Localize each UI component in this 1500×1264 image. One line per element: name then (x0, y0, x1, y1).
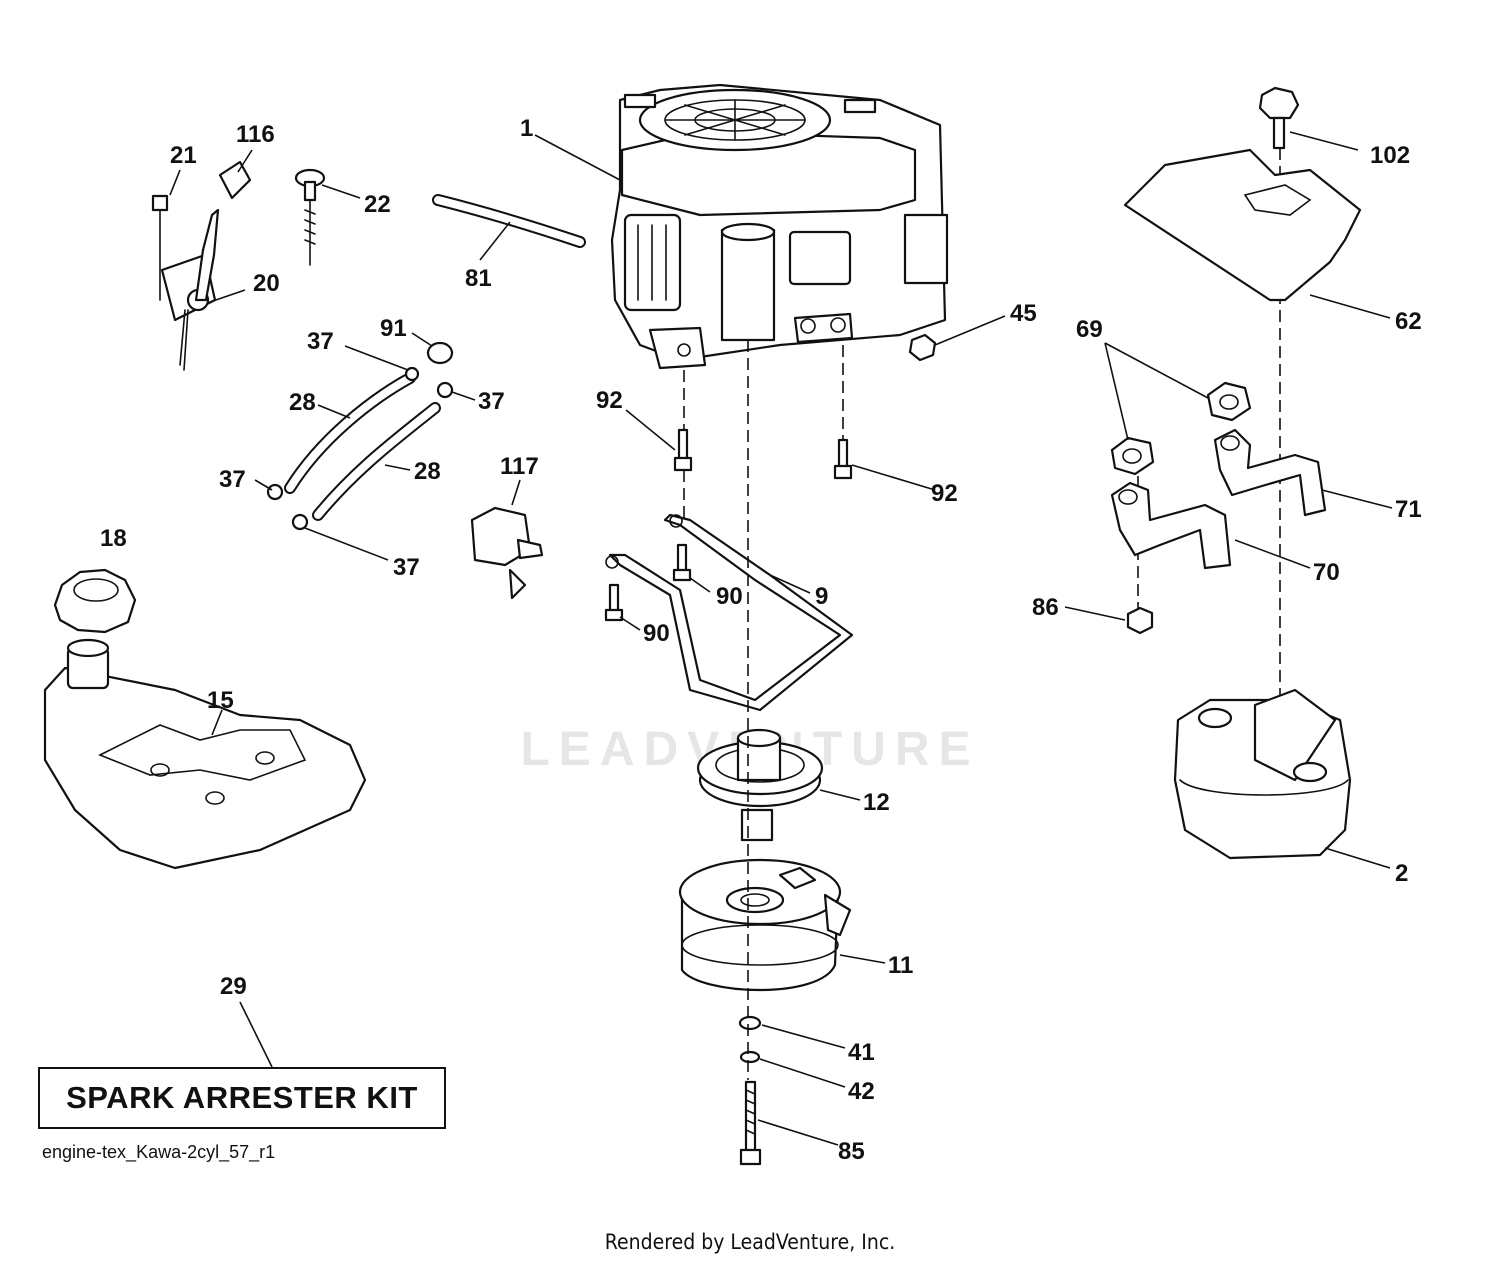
exhaust-pipe-71[interactable] (1213, 428, 1327, 517)
callout-117: 117 (500, 453, 539, 480)
fuel-valve[interactable] (470, 506, 544, 600)
callout-20: 20 (253, 270, 280, 297)
drawing-code: engine-tex_Kawa-2cyl_57_r1 (42, 1142, 276, 1162)
callout-15: 15 (207, 687, 234, 714)
callout-42: 42 (848, 1078, 875, 1105)
pulley[interactable] (696, 728, 824, 842)
spark-arrester-kit-label: SPARK ARRESTER KIT (66, 1080, 418, 1115)
engine[interactable] (610, 83, 949, 370)
bolt-85[interactable] (739, 1080, 762, 1166)
callout-2: 2 (1395, 860, 1408, 887)
heat-shield[interactable] (605, 513, 854, 712)
callout-92: 92 (596, 387, 623, 414)
callout-45: 45 (1010, 300, 1037, 327)
fuel-hose-81[interactable] (432, 194, 586, 248)
choke-knob[interactable] (294, 168, 326, 266)
callout-9: 9 (815, 583, 828, 610)
callout-12: 12 (863, 789, 890, 816)
callouts: 1 116 21 22 20 81 37 91 28 37 28 37 117 … (100, 115, 1422, 1165)
nut-45[interactable] (908, 333, 937, 362)
clamps[interactable] (266, 366, 454, 531)
callout-62: 62 (1395, 308, 1422, 335)
washer-42[interactable] (739, 1050, 761, 1064)
washer-41[interactable] (738, 1015, 762, 1031)
callout-92: 92 (931, 480, 958, 507)
callout-29: 29 (220, 973, 247, 1000)
callout-102: 102 (1370, 142, 1410, 169)
knob-102[interactable] (1258, 86, 1300, 150)
fuel-hose-28b[interactable] (312, 402, 441, 521)
footer-credit: Rendered by LeadVenture, Inc. (604, 1230, 896, 1254)
callout-37: 37 (393, 554, 420, 581)
callout-70: 70 (1313, 559, 1340, 586)
callout-37: 37 (307, 328, 334, 355)
callout-37: 37 (478, 388, 505, 415)
throttle-control[interactable] (159, 204, 220, 371)
fuel-hose-28a[interactable] (284, 372, 416, 494)
callout-41: 41 (848, 1039, 875, 1066)
clamp-91[interactable] (426, 341, 454, 365)
callout-28: 28 (289, 389, 316, 416)
nut-86[interactable] (1126, 606, 1154, 635)
callout-1: 1 (520, 115, 533, 142)
exhaust-pipe-70[interactable] (1110, 481, 1232, 570)
knob[interactable] (218, 160, 252, 200)
callout-91: 91 (380, 315, 407, 342)
bolt-92a[interactable] (673, 428, 693, 472)
gasket-69b[interactable] (1110, 436, 1155, 476)
spark-arrester-kit-box: SPARK ARRESTER KIT (38, 1067, 446, 1129)
bolt-92b[interactable] (833, 438, 853, 480)
callout-81: 81 (465, 265, 492, 292)
callout-90: 90 (643, 620, 670, 647)
callout-86: 86 (1032, 594, 1059, 621)
callout-37: 37 (219, 466, 246, 493)
callout-69: 69 (1076, 316, 1103, 343)
heat-shield-62[interactable] (1123, 148, 1362, 302)
callout-85: 85 (838, 1138, 865, 1165)
callout-28: 28 (414, 458, 441, 485)
screw-21[interactable] (151, 194, 169, 212)
callout-116: 116 (236, 121, 275, 148)
callout-22: 22 (364, 191, 391, 218)
callout-11: 11 (888, 952, 913, 979)
muffler[interactable] (1173, 688, 1352, 860)
screw-90a[interactable] (672, 543, 692, 582)
gasket-69a[interactable] (1206, 381, 1252, 422)
callout-21: 21 (170, 142, 197, 169)
screw-90b[interactable] (604, 583, 624, 622)
fuel-cap[interactable] (53, 568, 137, 634)
fuel-tank[interactable] (43, 638, 367, 870)
leader-lines (169, 131, 1393, 1146)
pto-clutch[interactable] (678, 858, 852, 992)
callout-90: 90 (716, 583, 743, 610)
callout-18: 18 (100, 525, 127, 552)
callout-71: 71 (1395, 496, 1422, 523)
